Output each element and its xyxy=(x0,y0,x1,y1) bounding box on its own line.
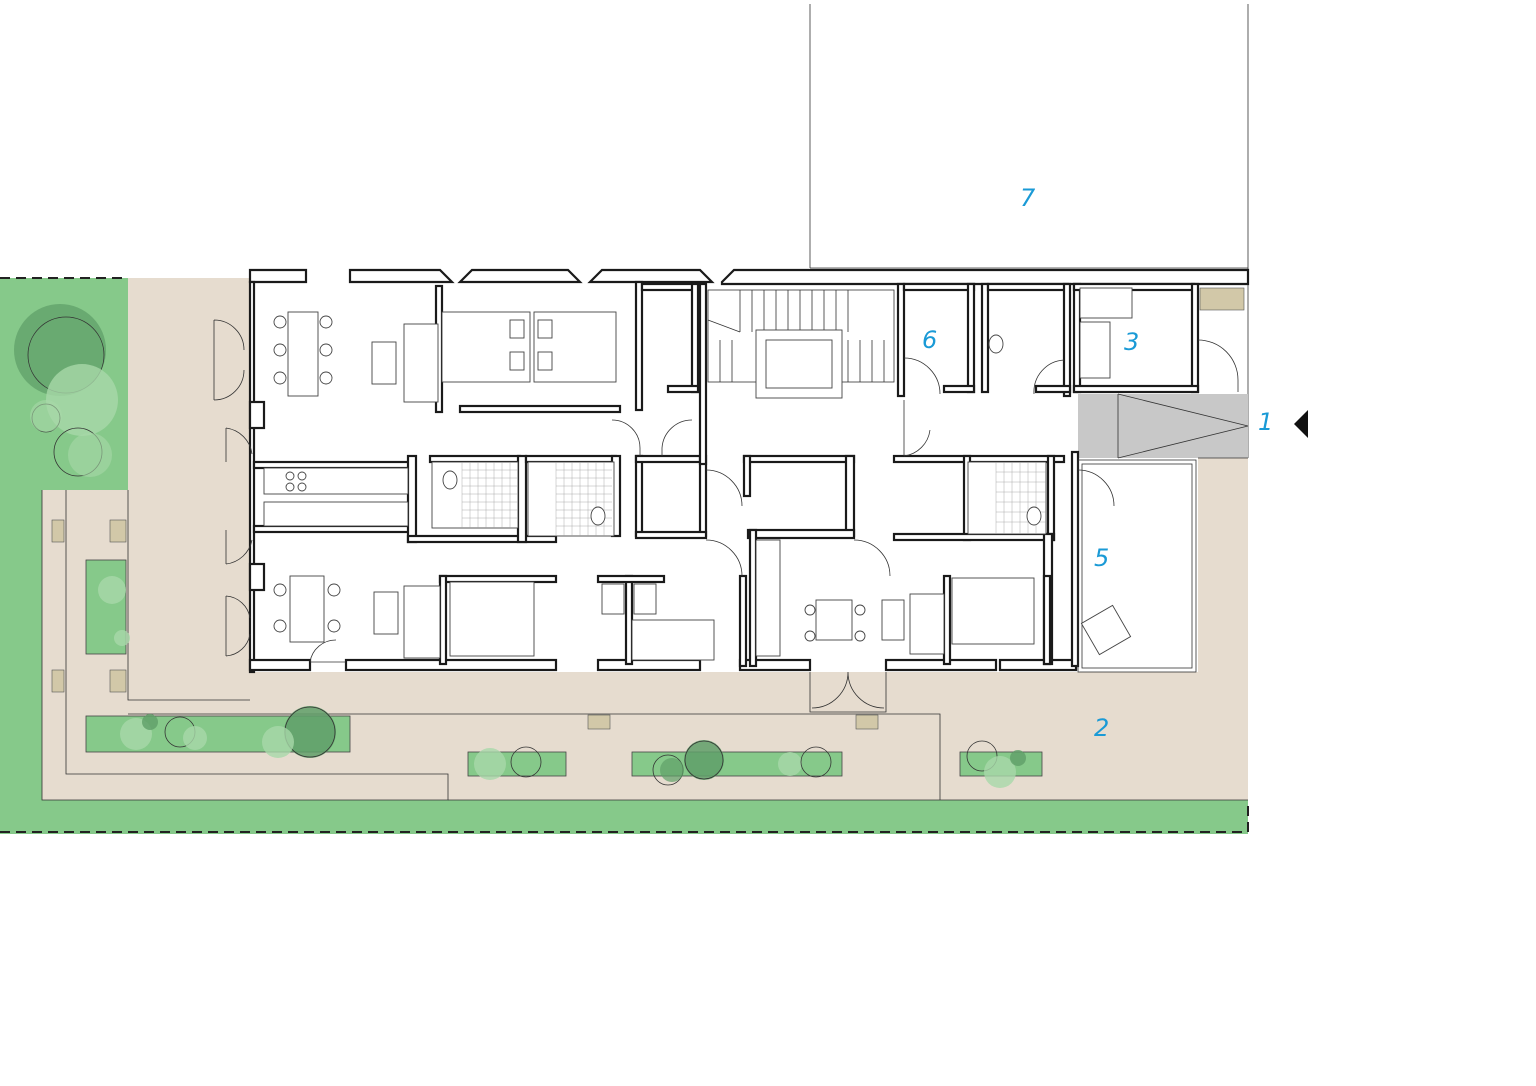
label-room-5: 5 xyxy=(1094,544,1109,572)
entrance-path xyxy=(1078,394,1248,458)
label-room-6: 6 xyxy=(922,326,937,354)
single-bed xyxy=(631,619,715,661)
dining-table xyxy=(287,311,319,397)
dining-table xyxy=(815,599,853,641)
planter-block xyxy=(109,669,127,693)
label-terrace: 2 xyxy=(1094,714,1109,742)
bathroom-tiles xyxy=(431,334,1047,537)
coffee-table xyxy=(881,599,905,641)
sofa xyxy=(909,593,945,655)
labels: 1 2 3 5 6 7 xyxy=(922,184,1273,742)
furniture xyxy=(213,287,1239,713)
desk xyxy=(1079,321,1111,379)
planter-block xyxy=(1199,287,1245,311)
label-plot-7: 7 xyxy=(1020,184,1036,212)
trees xyxy=(14,304,1026,788)
label-room-3: 3 xyxy=(1124,328,1139,356)
garden-bottom xyxy=(0,800,1248,834)
entrance-door xyxy=(809,671,887,713)
kitchen-counter xyxy=(755,539,781,657)
double-bed xyxy=(951,577,1035,645)
armchair xyxy=(1080,604,1132,656)
sofa xyxy=(403,323,439,403)
site-landscape xyxy=(0,277,1249,834)
planter-block xyxy=(855,714,879,730)
double-bed xyxy=(449,581,535,657)
planter-block xyxy=(109,519,127,543)
bed-single xyxy=(1079,287,1133,319)
coffee-table xyxy=(371,341,397,385)
patio-door xyxy=(213,319,245,401)
label-entrance: 1 xyxy=(1258,408,1273,436)
sofa xyxy=(403,585,441,659)
kitchen-counter xyxy=(263,501,409,527)
staircase xyxy=(707,289,895,383)
dining-table xyxy=(289,575,325,643)
room-5-outline xyxy=(1077,459,1197,673)
planter-block xyxy=(51,519,65,543)
planter-block xyxy=(51,669,65,693)
planter-block xyxy=(587,714,611,730)
kitchen-counter xyxy=(263,467,409,495)
triangle-left-icon xyxy=(1294,410,1308,438)
wall-north xyxy=(248,268,308,284)
coffee-table xyxy=(373,591,399,635)
